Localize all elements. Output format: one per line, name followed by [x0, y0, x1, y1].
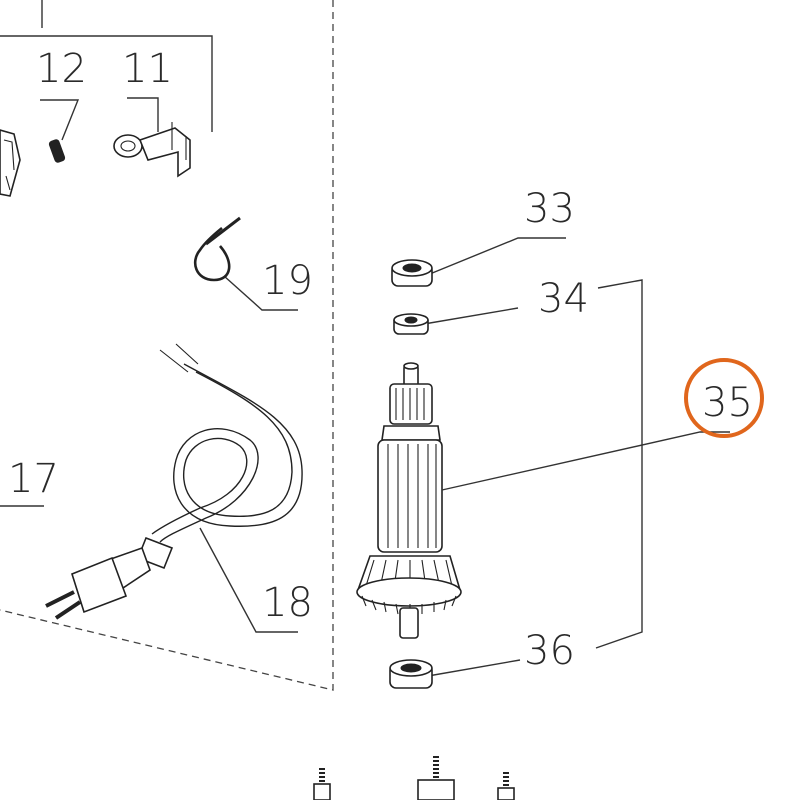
part-18-power-cord — [45, 343, 303, 633]
part-36-bearing — [389, 659, 521, 689]
part-33-bearing — [391, 237, 566, 287]
part-11-brush-holder — [113, 97, 191, 178]
label-part-35[interactable]: 35 — [702, 380, 753, 426]
label-part-11: 11 — [122, 46, 173, 92]
label-part-17: 17 — [8, 456, 59, 502]
label-part-33: 33 — [524, 186, 575, 232]
label-part-34: 34 — [538, 276, 589, 322]
label-part-19: 19 — [262, 258, 313, 304]
part-19-cable-tie — [193, 216, 298, 311]
bracket-34-36 — [595, 279, 643, 649]
label-part-36: 36 — [524, 628, 575, 674]
bottom-screws — [313, 756, 515, 800]
part-12-screw — [40, 99, 80, 163]
label-part-12: 12 — [36, 46, 87, 92]
callout-group-top — [0, 0, 213, 132]
part-brush-left-partial — [0, 129, 21, 197]
part-35-armature — [356, 362, 730, 639]
part-34-bearing — [393, 307, 519, 335]
group-boundary — [0, 0, 334, 691]
highlight-circle — [684, 358, 764, 438]
label-part-18: 18 — [262, 580, 313, 626]
